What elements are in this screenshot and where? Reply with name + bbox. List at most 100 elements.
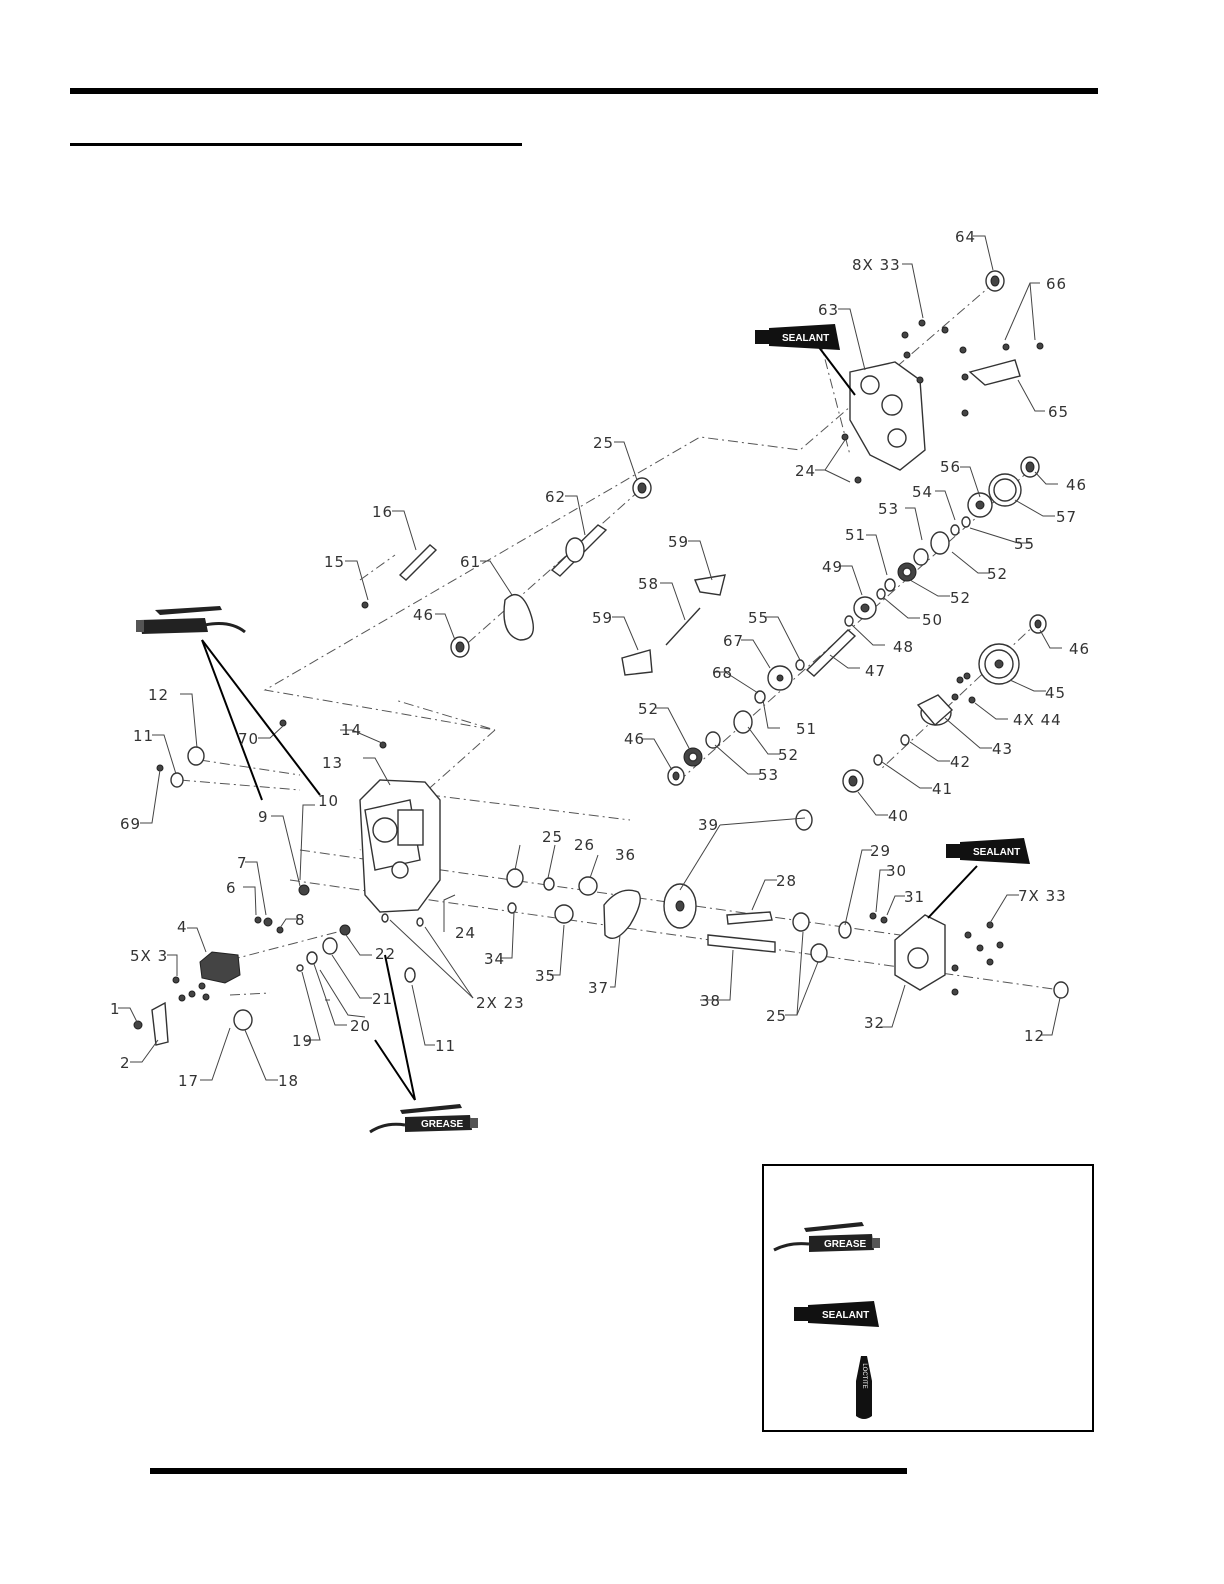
sealant-tool-label: SEALANT [782,333,829,344]
callout-31: 31 [904,888,925,906]
callout-55: 55 [1014,535,1035,553]
transmission-case-part-13 [359,779,441,913]
callout-41: 41 [932,780,953,798]
callout-19: 19 [292,1032,313,1050]
callout-46: 46 [1069,640,1090,658]
fasteners [133,319,1044,1030]
callout-59: 59 [592,609,613,627]
callout-53: 53 [878,500,899,518]
header-rule [70,88,1098,94]
brackets [151,359,1021,1046]
callout-25: 25 [542,828,563,846]
callout-10: 10 [318,792,339,810]
grease-gun-icon: GREASE [369,1104,478,1134]
callout-16: 16 [372,503,393,521]
callout-46: 46 [1066,476,1087,494]
leader-lines [118,235,1062,1081]
callout-51: 51 [845,526,866,544]
callout-9: 9 [258,808,269,826]
end-cover-part-32 [894,914,946,991]
main-cover-part-63 [849,361,926,471]
legend-loctite-label: LOCTITE [861,1363,867,1388]
callout-4: 4 [177,918,188,936]
callout-43: 43 [992,740,1013,758]
callout-22: 22 [375,945,396,963]
callout-8: 8 [295,911,306,929]
callout-50: 50 [922,611,943,629]
callout-54: 54 [912,483,933,501]
legend-loctite-bottle-icon: LOCTITE [856,1356,872,1419]
callout-4x-44: 4X 44 [1013,711,1062,729]
callout-39: 39 [698,816,719,834]
callout-63: 63 [818,301,839,319]
callout-52: 52 [987,565,1008,583]
callout-24: 24 [795,462,816,480]
callout-55: 55 [748,609,769,627]
sealant-tube-icon: SEALANT [755,324,840,350]
callout-45: 45 [1045,684,1066,702]
sealant-tool-label: SEALANT [973,847,1020,858]
callout-12: 12 [148,686,169,704]
legend-sealant-tube-icon: SEALANT [794,1301,879,1327]
callout-48: 48 [893,638,914,656]
shift-forks [621,574,726,676]
callout-labels: 64 8X 33 66 63 65 24 25 62 16 15 61 46 5… [110,228,1090,1090]
callout-13: 13 [322,754,343,772]
callout-49: 49 [822,558,843,576]
callout-34: 34 [484,950,505,968]
footer-rule [150,1468,907,1474]
callout-24: 24 [455,924,476,942]
callout-11: 11 [435,1037,456,1055]
lubricant-legend: GREASE SEALANT LOCTITE [762,1164,1094,1432]
callout-8x-33: 8X 33 [852,256,901,274]
callout-70: 70 [238,730,259,748]
callout-58: 58 [638,575,659,593]
callout-62: 62 [545,488,566,506]
legend-grease-gun-icon: GREASE [773,1222,880,1252]
callout-26: 26 [574,836,595,854]
callout-17: 17 [178,1072,199,1090]
callout-64: 64 [955,228,976,246]
callout-57: 57 [1056,508,1077,526]
callout-21: 21 [372,990,393,1008]
callout-37: 37 [588,979,609,997]
callout-56: 56 [940,458,961,476]
callout-6: 6 [226,879,237,897]
grease-gun-icon [136,606,246,634]
callout-35: 35 [535,967,556,985]
callout-18: 18 [278,1072,299,1090]
callout-30: 30 [886,862,907,880]
callout-5x-3: 5X 3 [130,947,168,965]
callout-1: 1 [110,1000,121,1018]
callout-7: 7 [237,854,248,872]
callout-46: 46 [624,730,645,748]
callout-67: 67 [723,632,744,650]
legend-grease-label: GREASE [824,1239,867,1250]
callout-47: 47 [865,662,886,680]
bearings-and-seals [170,270,1069,1031]
callout-20: 20 [350,1017,371,1035]
callout-52: 52 [638,700,659,718]
drive-chains [503,593,641,939]
callout-38: 38 [700,992,721,1010]
callout-25: 25 [593,434,614,452]
callout-29: 29 [870,842,891,860]
callout-59: 59 [668,533,689,551]
callout-51: 51 [796,720,817,738]
shift-cover-part-4 [199,951,241,984]
callout-25: 25 [766,1007,787,1025]
callout-28: 28 [776,872,797,890]
callout-2: 2 [120,1054,131,1072]
tool-pointers [201,341,978,1101]
callout-42: 42 [950,753,971,771]
callout-69: 69 [120,815,141,833]
callout-66: 66 [1046,275,1067,293]
callout-52: 52 [778,746,799,764]
callout-15: 15 [324,553,345,571]
callout-52: 52 [950,589,971,607]
grease-tool-label: GREASE [421,1119,464,1130]
callout-14: 14 [341,721,362,739]
callout-7x-33: 7X 33 [1018,887,1067,905]
callout-32: 32 [864,1014,885,1032]
